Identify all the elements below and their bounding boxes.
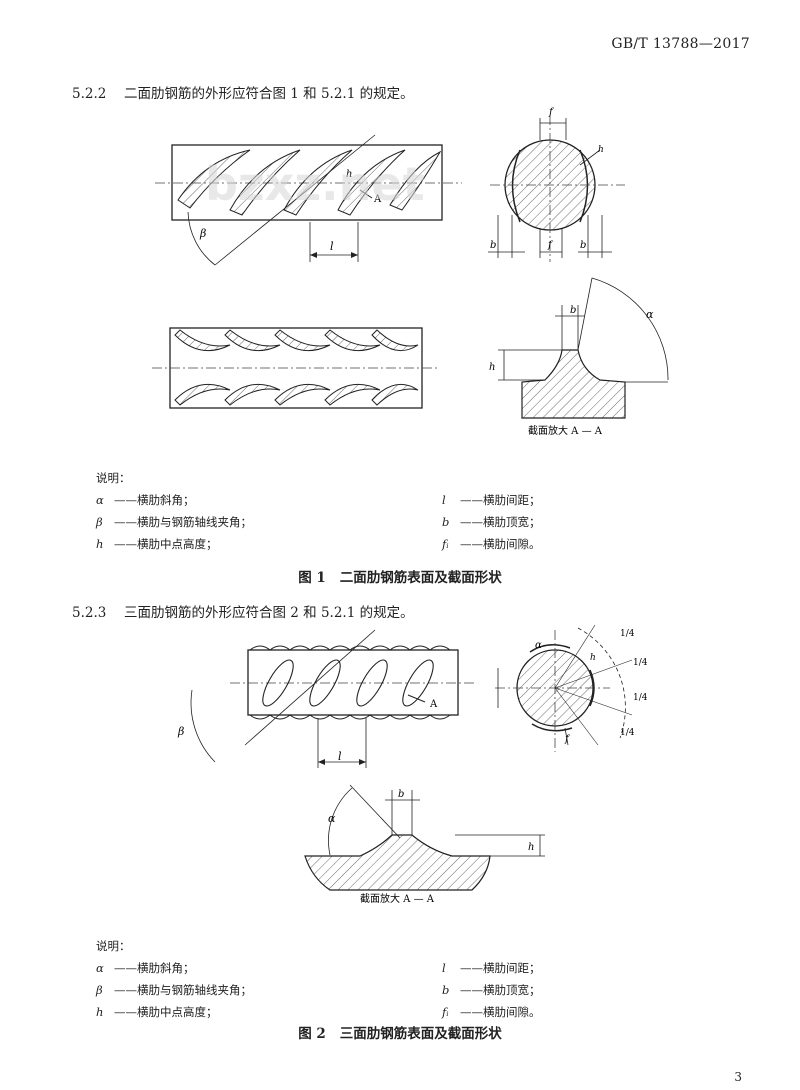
three-rib-cross-section — [495, 624, 633, 752]
fig2-legend-beta: β ——横肋与钢筋轴线夹角； — [96, 982, 252, 998]
page-number: 3 — [734, 1070, 742, 1084]
fig1-legend-b: b ——横肋顶宽； — [442, 514, 541, 530]
legend-symbol: β — [96, 983, 103, 997]
fig1-h-label: h — [346, 169, 352, 180]
fig2-legend-title: 说明： — [96, 939, 131, 953]
fig1-legend-alpha: α ——横肋斜角； — [96, 492, 195, 508]
two-rib-bar-side-view — [152, 327, 440, 409]
fig1-fi-label: f — [547, 240, 554, 251]
legend-text: ——横肋间距； — [460, 493, 541, 507]
fig1-section-h-label: h — [489, 362, 495, 373]
fig1-section-caption: 截面放大 A — A — [528, 424, 603, 437]
legend-text: ——横肋间距； — [460, 961, 541, 975]
legend-symbol: h — [96, 1005, 104, 1019]
fig2-legend-fi: fᵢ ——横肋间隙。 — [442, 1004, 541, 1020]
legend-symbol: α — [96, 493, 104, 507]
legend-text: ——横肋顶宽； — [460, 983, 541, 997]
legend-text: ——横肋与钢筋轴线夹角； — [114, 515, 252, 529]
fig1-f-label-top: f — [548, 107, 555, 118]
legend-symbol: fᵢ — [442, 537, 449, 551]
fig1-legend-h: h ——横肋中点高度； — [96, 536, 218, 552]
fig2-l-label: l — [338, 750, 342, 763]
legend-symbol: b — [442, 983, 450, 997]
legend-text: ——横肋间隙。 — [460, 537, 541, 551]
clause-text: 三面肋钢筋的外形应符合图 2 和 5.2.1 的规定。 — [124, 605, 414, 621]
legend-text: ——横肋顶宽； — [460, 515, 541, 529]
fig1-section-b-label: b — [570, 305, 576, 316]
legend-text: ——横肋中点高度； — [114, 537, 218, 551]
legend-text: ——横肋与钢筋轴线夹角； — [114, 983, 252, 997]
legend-symbol: l — [442, 961, 446, 975]
legend-text: ——横肋斜角； — [114, 961, 195, 975]
legend-symbol: β — [96, 515, 103, 529]
fig1-legend-title: 说明： — [96, 471, 131, 485]
legend-symbol: fᵢ — [442, 1005, 449, 1019]
fig1-b-label-left: b — [490, 240, 496, 251]
caption-text: 二面肋钢筋表面及截面形状 — [339, 570, 502, 586]
fig2-quarter-1: 1/4 — [620, 629, 635, 639]
fig1-legend-fi: fᵢ ——横肋间隙。 — [442, 536, 541, 552]
fig2-legend-b: b ——横肋顶宽； — [442, 982, 541, 998]
fig1-h14-label: h — [598, 145, 604, 155]
legend-symbol: b — [442, 515, 450, 529]
caption-text: 三面肋钢筋表面及截面形状 — [339, 1026, 502, 1042]
fig1-section-alpha-label: α — [646, 308, 654, 321]
fig2-quarter-2: 1/4 — [633, 658, 648, 668]
clause-number: 5.2.3 — [72, 605, 107, 621]
clause-5-2-3: 5.2.3 三面肋钢筋的外形应符合图 2 和 5.2.1 的规定。 — [72, 601, 414, 621]
standard-number: GB/T 13788—2017 — [611, 36, 750, 52]
caption-number: 图 2 — [298, 1026, 326, 1042]
fig2-section-alpha-label: α — [328, 812, 336, 825]
fig1-section-a-a — [498, 277, 669, 419]
caption-number: 图 1 — [298, 570, 326, 586]
fig2-section-b-label: b — [398, 789, 404, 800]
legend-text: ——横肋间隙。 — [460, 1005, 541, 1019]
fig2-h-top: h — [590, 653, 596, 663]
two-rib-bar-front-view — [155, 134, 462, 266]
fig1-legend-l: l ——横肋间距； — [442, 492, 541, 508]
fig2-section-a-a — [304, 784, 545, 891]
fig1-legend-beta: β ——横肋与钢筋轴线夹角； — [96, 514, 252, 530]
fig1-a-label: A — [373, 194, 382, 205]
clause-number: 5.2.2 — [72, 86, 107, 102]
legend-symbol: α — [96, 961, 104, 975]
fig2-legend-h: h ——横肋中点高度； — [96, 1004, 218, 1020]
two-rib-cross-section — [488, 115, 625, 262]
fig1-beta-label: β — [199, 227, 206, 240]
legend-symbol: h — [96, 537, 104, 551]
clause-text: 二面肋钢筋的外形应符合图 1 和 5.2.1 的规定。 — [124, 86, 414, 102]
figure-1-caption: 图 1 二面肋钢筋表面及截面形状 — [0, 566, 800, 586]
legend-text: ——横肋斜角； — [114, 493, 195, 507]
fig1-b-label-right: b — [580, 240, 586, 251]
fig2-beta-label: β — [177, 725, 184, 738]
fig2-legend-alpha: α ——横肋斜角； — [96, 960, 195, 976]
fig2-f-label: f — [564, 734, 571, 745]
fig2-legend-l: l ——横肋间距； — [442, 960, 541, 976]
legend-symbol: l — [442, 493, 446, 507]
fig2-section-caption: 截面放大 A — A — [360, 892, 435, 905]
fig2-section-alpha-top: α — [535, 640, 542, 651]
three-rib-bar-view — [190, 629, 475, 768]
fig2-quarter-4: 1/4 — [620, 728, 635, 738]
figure-2-caption: 图 2 三面肋钢筋表面及截面形状 — [0, 1022, 800, 1042]
fig1-l-label: l — [330, 240, 334, 253]
fig2-a-label: A — [429, 699, 438, 710]
clause-5-2-2: 5.2.2 二面肋钢筋的外形应符合图 1 和 5.2.1 的规定。 — [72, 82, 414, 102]
legend-text: ——横肋中点高度； — [114, 1005, 218, 1019]
watermark: bzxz.net — [205, 157, 425, 211]
fig2-section-h-label: h — [528, 842, 534, 853]
fig2-quarter-3: 1/4 — [633, 693, 648, 703]
